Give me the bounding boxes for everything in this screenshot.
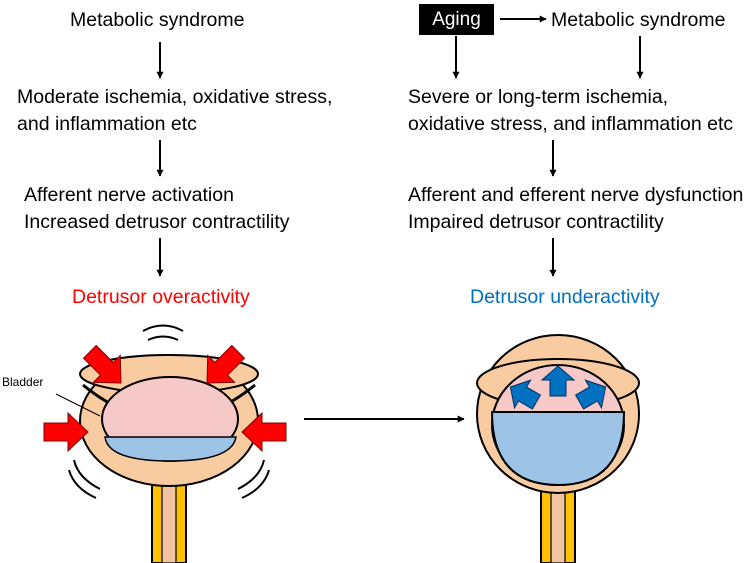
expansion-arrow-right <box>574 379 607 410</box>
right-nerve-line-1: Afferent and efferent nerve dysfunction <box>408 184 744 206</box>
expansion-arrow-up <box>540 365 576 397</box>
force-arrow-top-right <box>206 344 246 384</box>
right-ischemia-line-1: Severe or long-term ischemia, <box>408 86 669 108</box>
left-nerve-line-2: Increased detrusor contractility <box>24 211 290 233</box>
right-nerve-line-2: Impaired detrusor contractility <box>408 211 664 233</box>
force-arrow-top-left <box>82 344 122 384</box>
force-arrow-left <box>43 411 89 453</box>
overactive-bladder <box>43 324 287 563</box>
left-metabolic-syndrome: Metabolic syndrome <box>70 9 245 31</box>
left-ischemia-line-1: Moderate ischemia, oxidative stress, <box>17 86 333 108</box>
left-nerve-line-1: Afferent nerve activation <box>24 184 234 206</box>
underactive-bladder <box>476 334 640 563</box>
left-urine <box>104 436 237 462</box>
detrusor-underactivity-label: Detrusor underactivity <box>470 286 660 308</box>
expansion-arrow-left <box>509 379 542 410</box>
right-metabolic-syndrome: Metabolic syndrome <box>551 9 726 31</box>
left-ischemia-line-2: and inflammation etc <box>17 113 197 135</box>
bladder-label: Bladder <box>2 375 44 389</box>
detrusor-overactivity-label: Detrusor overactivity <box>72 286 250 308</box>
right-ischemia-line-2: oxidative stress, and inflammation etc <box>408 113 734 135</box>
right-urine <box>490 411 626 487</box>
force-arrow-right <box>241 411 287 453</box>
bladder-label-leader <box>55 393 101 417</box>
aging-box: Aging <box>419 4 494 35</box>
